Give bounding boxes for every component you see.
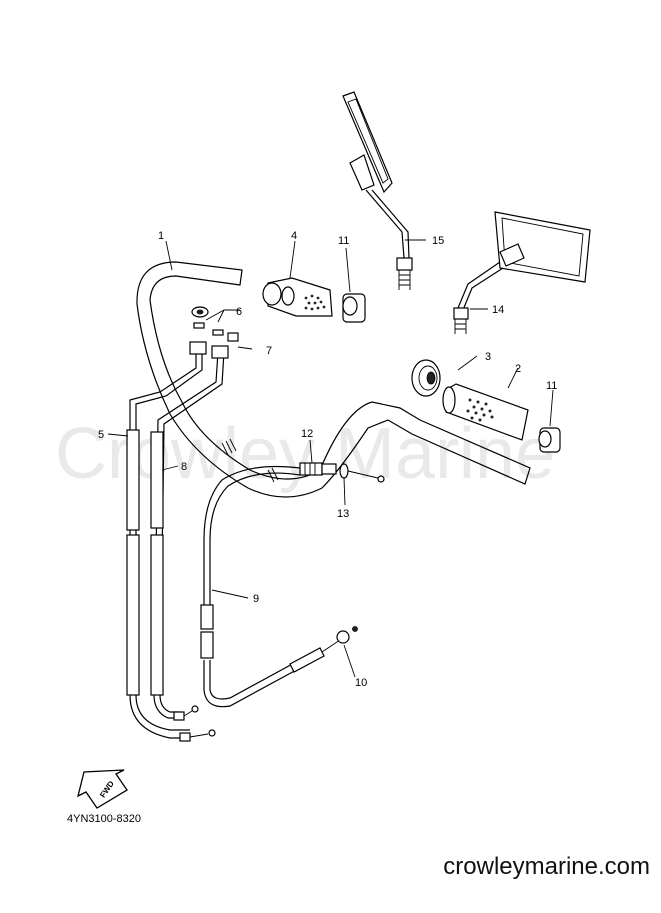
throttle-cables[interactable]	[126, 341, 229, 742]
cable-guide[interactable]	[191, 306, 239, 342]
callout-14: 14	[492, 304, 504, 316]
callout-8: 8	[181, 461, 187, 473]
callout-12: 12	[301, 428, 313, 440]
grip-left[interactable]	[442, 383, 529, 441]
callout-3: 3	[485, 351, 491, 363]
callout-10: 10	[355, 677, 367, 689]
mirror-right[interactable]	[453, 211, 591, 334]
callout-5: 5	[98, 429, 104, 441]
callout-13: 13	[337, 508, 349, 520]
throttle-grip[interactable]	[262, 277, 333, 317]
leader-lines	[107, 239, 554, 678]
callout-15: 15	[432, 235, 444, 247]
callout-7: 7	[266, 345, 272, 357]
clutch-cable[interactable]	[200, 465, 358, 708]
handlebar[interactable]	[136, 261, 531, 498]
grip-holder[interactable]	[411, 359, 441, 397]
fwd-arrow-icon: FWD	[77, 769, 128, 809]
callout-11b: 11	[546, 380, 557, 392]
mirror-left[interactable]	[342, 91, 413, 290]
end-weight-right[interactable]	[538, 427, 561, 453]
callout-4: 4	[291, 230, 297, 242]
end-weight-upper[interactable]	[342, 293, 366, 323]
callout-6: 6	[236, 306, 242, 318]
callout-9: 9	[253, 593, 259, 605]
callout-11a: 11	[338, 235, 349, 247]
diagram-code: 4YN3100-8320	[67, 813, 141, 825]
footer-url[interactable]: crowleymarine.com	[443, 853, 650, 880]
callout-1: 1	[158, 230, 164, 242]
callout-2: 2	[515, 363, 521, 375]
cable-adjuster[interactable]	[299, 462, 385, 483]
callouts: 1 2 3 4 5 6 7 8 9 10 11 11 12 13 14 15	[98, 230, 557, 689]
